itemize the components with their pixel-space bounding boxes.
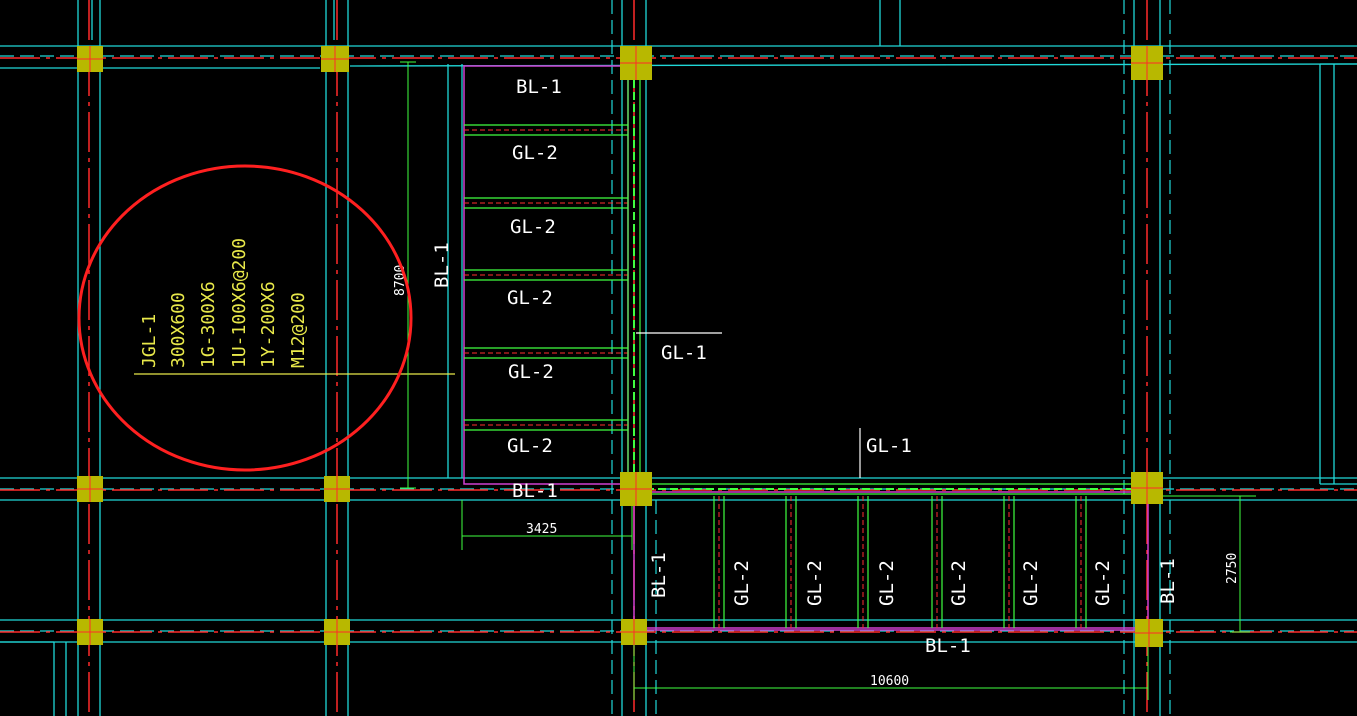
label-gl2-stair: GL-2 (507, 435, 553, 457)
label-bl1-top: BL-1 (516, 76, 562, 98)
column (621, 619, 647, 645)
column (620, 472, 652, 506)
label-gl2-lower: GL-2 (1020, 560, 1042, 606)
dimension-3425: 3425 (526, 522, 557, 537)
gl1-vertical-beam (627, 80, 641, 478)
label-bl1-left-vertical: BL-1 (431, 242, 453, 288)
label-gl1-right: GL-1 (661, 342, 707, 364)
label-gl2-lower: GL-2 (948, 560, 970, 606)
label-gl2-stair: GL-2 (508, 361, 554, 383)
lower-beams (713, 496, 1087, 628)
dimension-10600: 10600 (870, 674, 909, 689)
highlight-circle (77, 164, 413, 472)
annotation-line: M12@200 (288, 292, 309, 368)
annotation-line: 1Y-200X6 (258, 281, 279, 368)
label-bl1-lower-left: BL-1 (648, 552, 670, 598)
leader-lines (636, 332, 861, 478)
label-bl1-mid: BL-1 (512, 480, 558, 502)
annotation-line: 1G-300X6 (198, 281, 219, 368)
annotation-line: JGL-1 (139, 314, 160, 368)
column (1131, 46, 1163, 80)
annotation-line: 300X600 (168, 292, 189, 368)
column (321, 46, 349, 72)
beam-annotation: JGL-1 300X600 1G-300X6 1U-100X6@200 1Y-2… (139, 238, 309, 368)
stair-beams (464, 124, 628, 431)
label-gl2-stair: GL-2 (510, 216, 556, 238)
dimension-2750: 2750 (1225, 553, 1240, 584)
label-gl2-stair: GL-2 (512, 142, 558, 164)
label-gl2-lower: GL-2 (731, 560, 753, 606)
column (1131, 472, 1163, 504)
columns (77, 46, 1163, 647)
label-gl1-center: GL-1 (866, 435, 912, 457)
column (77, 619, 103, 645)
label-bl1-lower-right: BL-1 (1157, 558, 1179, 604)
label-gl2-lower: GL-2 (1092, 560, 1114, 606)
dimension-texts: 8700 3425 2750 10600 (393, 265, 1240, 689)
column (620, 46, 652, 80)
annotation-line: 1U-100X6@200 (229, 238, 250, 368)
gl1-horizontal-beam (646, 483, 1134, 495)
column (77, 476, 103, 502)
label-gl2-stair: GL-2 (507, 287, 553, 309)
label-gl2-lower: GL-2 (804, 560, 826, 606)
column (1135, 619, 1163, 647)
column (324, 476, 350, 502)
column (324, 619, 350, 645)
column (77, 46, 103, 72)
dimension-lines (400, 61, 1256, 700)
label-bl1-bottom: BL-1 (925, 635, 971, 657)
beam-labels: BL-1 BL-1 BL-1 BL-1 BL-1 BL-1 GL-1 GL-1 … (431, 76, 1179, 657)
label-gl2-lower: GL-2 (876, 560, 898, 606)
